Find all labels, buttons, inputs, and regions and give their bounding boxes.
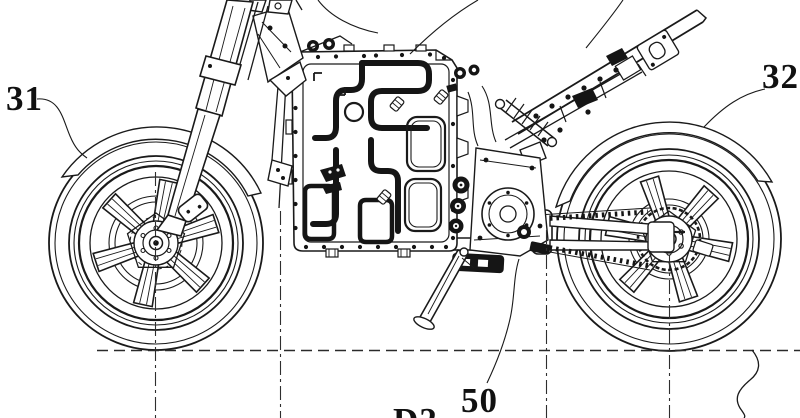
front-fork — [155, 0, 269, 237]
break-line — [736, 349, 760, 418]
leader-cutoff-left — [317, 0, 379, 34]
cable-clip — [397, 248, 411, 258]
label-rear-wheel: 32 — [762, 57, 799, 96]
kickstand — [413, 247, 475, 330]
cable-clip — [389, 96, 405, 112]
leader-cutoff-mid — [409, 0, 479, 55]
leader-32 — [703, 88, 766, 128]
cable-clip — [433, 89, 449, 105]
leader-31 — [36, 98, 88, 159]
steering-head — [247, 0, 307, 97]
tail-bracket — [636, 29, 680, 71]
rear-shock — [494, 97, 558, 148]
battery-case — [285, 35, 469, 258]
front-spokes — [92, 178, 220, 308]
leader-50 — [486, 258, 520, 384]
motor-assembly — [446, 64, 551, 274]
label-front-wheel: 31 — [6, 79, 43, 118]
swingarm — [531, 209, 714, 257]
case-rib-pattern — [302, 60, 447, 245]
rear-fender — [554, 121, 774, 209]
leader-cutoff-right — [585, 0, 624, 49]
label-drive-assembly: 50 — [461, 381, 498, 418]
rear-sprocket — [636, 206, 702, 272]
cable-clip — [325, 248, 339, 258]
front-brake-caliper — [177, 193, 209, 223]
construction-lines — [97, 172, 800, 418]
label-dimension-d2: D2 — [393, 401, 438, 418]
cable-clip — [376, 189, 392, 205]
